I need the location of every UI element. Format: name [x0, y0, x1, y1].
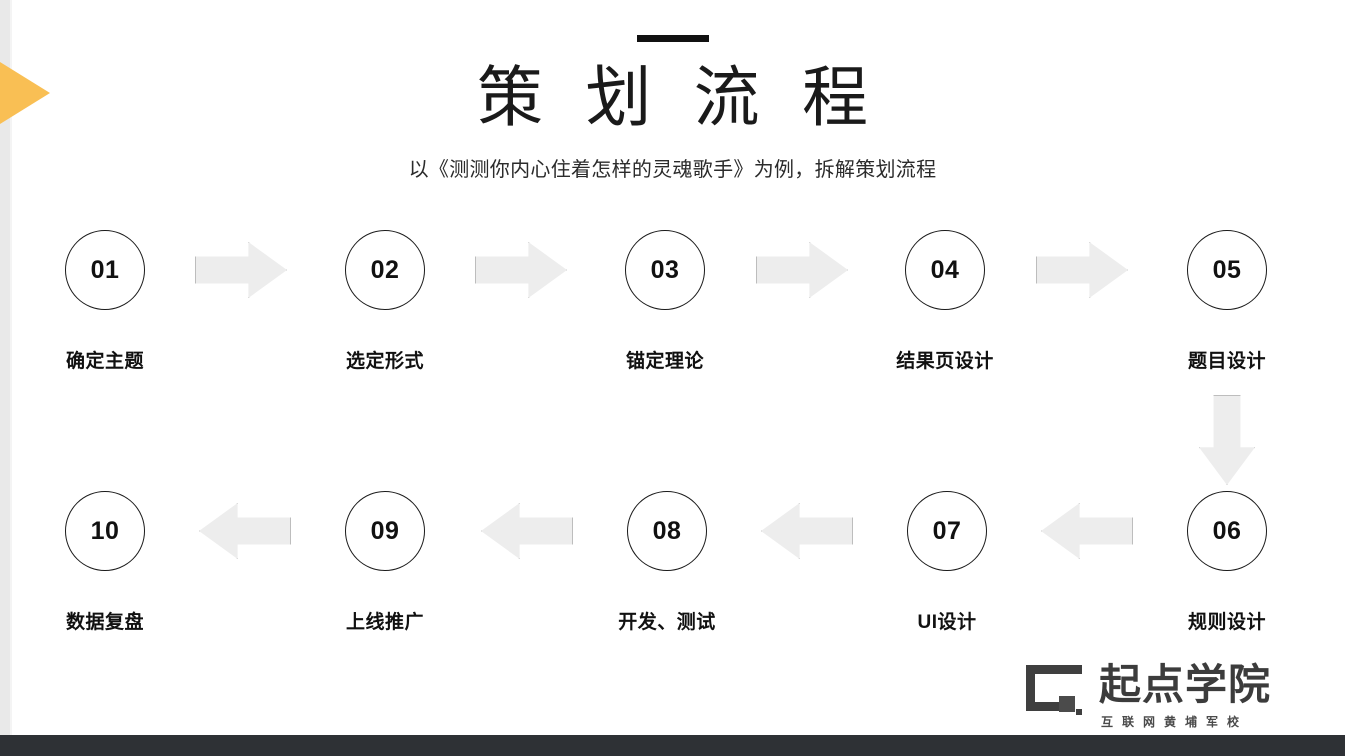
- flow-node-number: 06: [1212, 516, 1242, 545]
- flow-node-circle: 01: [65, 230, 145, 310]
- flow-node-circle: 10: [65, 491, 145, 571]
- brand-tagline: 互联网黄埔军校: [1101, 715, 1249, 729]
- flow-node-circle: 05: [1187, 230, 1267, 310]
- arrow-left-icon-08-09: [481, 503, 573, 559]
- flow-node-circle: 08: [627, 491, 707, 571]
- left-edge-strip-inner: [10, 0, 12, 735]
- arrow-left-icon-07-08: [761, 503, 853, 559]
- flow-node-label: 确定主题: [65, 351, 144, 372]
- flow-node-circle: 07: [907, 491, 987, 571]
- flow-node-circle: 06: [1187, 491, 1267, 571]
- flow-node-05[interactable]: 05 题目设计: [1147, 230, 1307, 373]
- flow-node-number: 10: [90, 516, 120, 545]
- flow-node-number: 02: [370, 255, 400, 284]
- flow-node-circle: 09: [345, 491, 425, 571]
- flow-node-label: UI设计: [917, 612, 977, 633]
- arrow-right-icon-02-03: [475, 242, 567, 298]
- arrow-left-icon-09-10: [199, 503, 291, 559]
- flow-node-label: 选定形式: [345, 351, 424, 372]
- flow-node-08[interactable]: 08 开发、测试: [587, 491, 747, 634]
- arrow-left-icon-06-07: [1041, 503, 1133, 559]
- flow-node-label: 数据复盘: [65, 612, 144, 633]
- flow-node-circle: 02: [345, 230, 425, 310]
- arrow-right-icon-04-05: [1036, 242, 1128, 298]
- flow-node-number: 09: [370, 516, 400, 545]
- page-subtitle: 以《测测你内心住着怎样的灵魂歌手》为例，拆解策划流程: [408, 159, 937, 181]
- flow-node-number: 07: [932, 516, 962, 545]
- brand-name: 起点学院: [1099, 661, 1272, 708]
- title-rule-divider: [637, 35, 709, 42]
- flow-node-09[interactable]: 09 上线推广: [305, 491, 465, 634]
- bracket-logo-icon: [1026, 665, 1082, 721]
- flow-node-label: 开发、测试: [618, 612, 716, 633]
- flow-node-10[interactable]: 10 数据复盘: [25, 491, 185, 634]
- flow-node-label: 结果页设计: [896, 351, 994, 372]
- flow-node-label: 锚定理论: [625, 351, 704, 372]
- flow-node-03[interactable]: 03 锚定理论: [585, 230, 745, 373]
- flow-node-label: 题目设计: [1187, 351, 1266, 372]
- flow-node-04[interactable]: 04 结果页设计: [865, 230, 1025, 373]
- flow-node-circle: 04: [905, 230, 985, 310]
- flow-node-number: 04: [930, 255, 960, 284]
- flow-node-07[interactable]: 07 UI设计: [867, 491, 1027, 634]
- left-edge-strip: [0, 0, 10, 735]
- flow-node-number: 08: [652, 516, 682, 545]
- flow-node-01[interactable]: 01 确定主题: [25, 230, 185, 373]
- arrow-right-icon-03-04: [756, 242, 848, 298]
- accent-triangle-icon: [0, 62, 50, 124]
- flow-node-label: 规则设计: [1187, 612, 1266, 633]
- flow-node-label: 上线推广: [345, 612, 424, 633]
- flow-node-02[interactable]: 02 选定形式: [305, 230, 465, 373]
- bottom-bar: [0, 735, 1345, 756]
- flow-node-circle: 03: [625, 230, 705, 310]
- flow-node-number: 05: [1212, 255, 1242, 284]
- flow-node-06[interactable]: 06 规则设计: [1147, 491, 1307, 634]
- flow-node-number: 01: [90, 255, 120, 284]
- flow-node-number: 03: [650, 255, 680, 284]
- brand-logo: 起点学院 互联网黄埔军校: [1026, 664, 1271, 730]
- arrow-down-icon-05-06: [1199, 395, 1255, 485]
- page-title: 策 划 流 程: [476, 60, 880, 134]
- arrow-right-icon-01-02: [195, 242, 287, 298]
